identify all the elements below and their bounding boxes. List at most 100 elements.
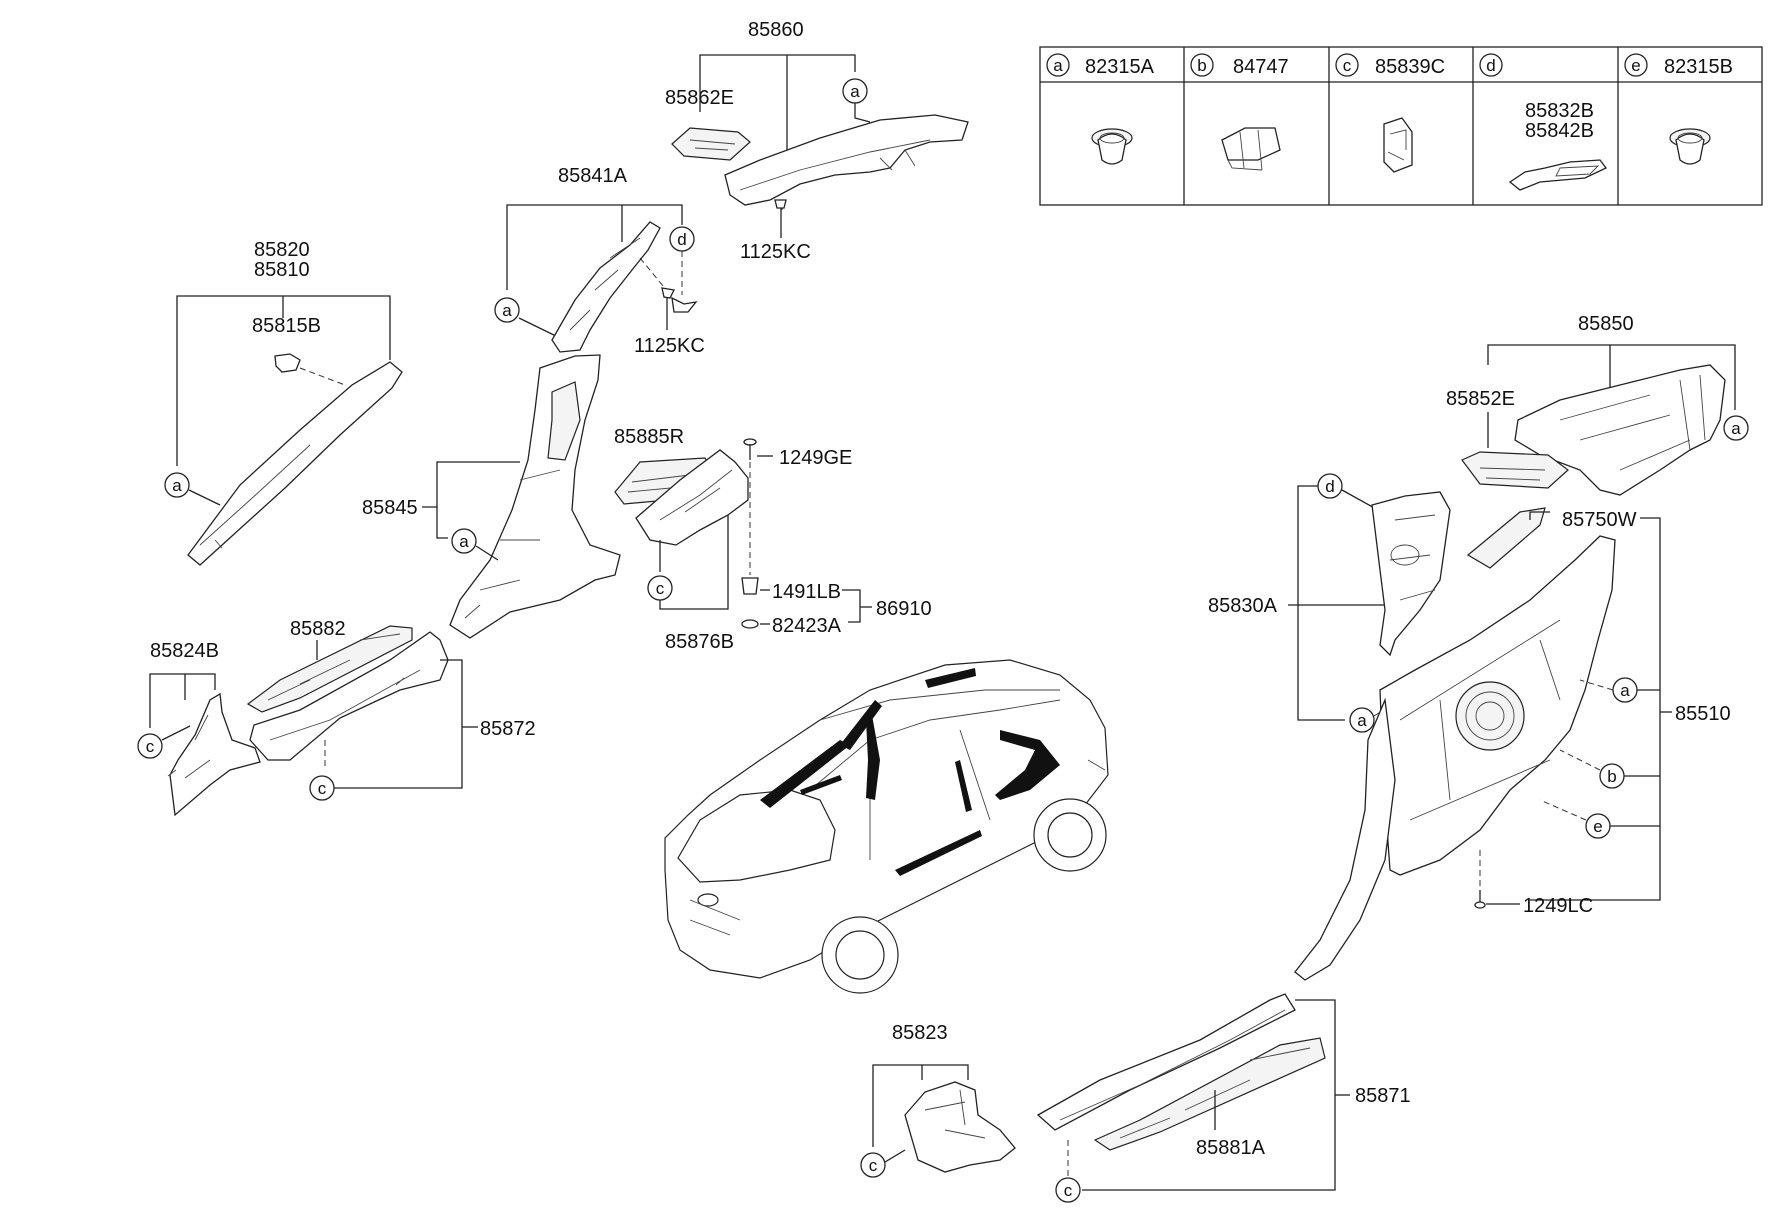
legend-header-c: c 85839C bbox=[1335, 53, 1445, 78]
legend-code-85832B: 85832B bbox=[1525, 100, 1594, 122]
clip-85832B-icon bbox=[671, 296, 698, 313]
part-85871-group: 85871 85881A c bbox=[1036, 993, 1411, 1203]
legend-letter-b: b bbox=[1197, 56, 1206, 75]
callout-a: a bbox=[1620, 681, 1630, 700]
label-85882: 85882 bbox=[290, 618, 346, 640]
label-1491LB: 1491LB bbox=[772, 581, 841, 603]
label-85830A: 85830A bbox=[1208, 595, 1278, 617]
part-85824B-group: 85824B c bbox=[137, 640, 261, 817]
screw-1249GE-icon bbox=[743, 438, 757, 460]
label-85823: 85823 bbox=[892, 1022, 948, 1044]
legend-header-a: a 82315A bbox=[1046, 53, 1155, 78]
part-85845-group: 85845 a bbox=[362, 354, 621, 639]
part-85830A-group: d 85830A a bbox=[1208, 473, 1451, 733]
rear-pillar-cover-upper bbox=[724, 114, 969, 206]
clip-84747-icon bbox=[1221, 127, 1281, 171]
rear-quarter-pillar-strip bbox=[1294, 697, 1396, 981]
rear-quarter-trim-panel bbox=[1379, 535, 1616, 876]
label-85850: 85850 bbox=[1578, 313, 1634, 335]
label-85876B: 85876B bbox=[665, 631, 734, 653]
label-85510: 85510 bbox=[1675, 703, 1731, 725]
speaker-grille-85750W bbox=[1466, 507, 1546, 569]
screw-1249LC-icon bbox=[1474, 890, 1486, 909]
part-85860-group: 85860 85862E a 1125KC bbox=[665, 19, 969, 263]
callout-a: a bbox=[850, 82, 860, 101]
label-85841A: 85841A bbox=[558, 165, 628, 187]
label-82423A: 82423A bbox=[772, 615, 842, 637]
part-85750W-group: 85750W 85510 a b e 1249L bbox=[1294, 507, 1731, 981]
legend-letter-c: c bbox=[1343, 56, 1352, 75]
part-85823-group: 85823 c bbox=[860, 1022, 1016, 1178]
callout-a: a bbox=[502, 301, 512, 320]
label-85750W: 85750W bbox=[1562, 509, 1637, 531]
callout-e: e bbox=[1593, 817, 1602, 836]
rear-kick-bracket bbox=[904, 1081, 1016, 1173]
part-85850-group: 85850 a 85852E bbox=[1446, 313, 1749, 496]
rear-pillar-lower-trim bbox=[1371, 491, 1451, 657]
front-kick-panel bbox=[167, 692, 261, 817]
label-85845: 85845 bbox=[362, 497, 418, 519]
trim-pad-85862E bbox=[671, 127, 751, 161]
label-85824B: 85824B bbox=[150, 640, 219, 662]
screw-1125KC-top-icon bbox=[774, 199, 787, 218]
legend-header-d: d 85832B 85842B bbox=[1479, 53, 1594, 142]
label-85852E: 85852E bbox=[1446, 388, 1515, 410]
vehicle-illustration bbox=[664, 659, 1109, 994]
label-85860: 85860 bbox=[748, 19, 804, 41]
nut-1491LB-icon bbox=[741, 577, 759, 595]
callout-c: c bbox=[1064, 1181, 1073, 1200]
front-sill-trim bbox=[249, 631, 449, 761]
washer-82423A-icon bbox=[741, 619, 759, 629]
callout-d: d bbox=[1325, 477, 1334, 496]
label-1249GE: 1249GE bbox=[779, 447, 852, 469]
fastener-legend-table: a 82315A b 84747 c 85839C d 85832B 85842… bbox=[1039, 46, 1763, 206]
callout-a: a bbox=[459, 532, 469, 551]
label-85820: 85820 bbox=[254, 239, 310, 261]
legend-code-85839C: 85839C bbox=[1375, 56, 1445, 78]
label-1125KC-mid: 1125KC bbox=[634, 335, 705, 357]
part-85882-group: 85882 85872 c bbox=[246, 618, 536, 801]
label-85871: 85871 bbox=[1355, 1085, 1411, 1107]
callout-d: d bbox=[677, 230, 686, 249]
callout-c: c bbox=[318, 779, 327, 798]
clip-82315B-icon bbox=[1669, 128, 1711, 165]
callout-c: c bbox=[869, 1156, 878, 1175]
callout-a: a bbox=[1731, 419, 1741, 438]
label-85872: 85872 bbox=[480, 718, 536, 740]
callout-a: a bbox=[172, 476, 182, 495]
legend-header-e: e 82315B bbox=[1624, 53, 1733, 78]
label-85815B: 85815B bbox=[252, 315, 321, 337]
legend-letter-a: a bbox=[1053, 56, 1063, 75]
callout-c: c bbox=[146, 737, 155, 756]
label-1125KC-top: 1125KC bbox=[740, 241, 811, 263]
trim-pad-85852E bbox=[1461, 451, 1569, 489]
scuff-plate-85882 bbox=[246, 625, 413, 713]
callout-c: c bbox=[656, 579, 665, 598]
center-pillar-lower-trim bbox=[449, 354, 621, 639]
part-85820-group: 85820 85810 85815B a bbox=[164, 239, 403, 566]
rear-sill-trim bbox=[1036, 993, 1296, 1131]
legend-code-85842B: 85842B bbox=[1525, 120, 1594, 142]
callout-b: b bbox=[1607, 767, 1616, 786]
scuff-plate-85881A bbox=[1093, 1037, 1326, 1151]
label-1249LC: 1249LC bbox=[1523, 895, 1593, 917]
legend-code-84747: 84747 bbox=[1233, 56, 1289, 78]
trim-cap-85832B-icon bbox=[1508, 159, 1607, 191]
legend-letter-e: e bbox=[1631, 56, 1640, 75]
rear-upper-quarter-trim bbox=[1514, 364, 1726, 496]
screw-1125KC-mid-icon bbox=[661, 287, 675, 308]
legend-code-82315A: 82315A bbox=[1085, 56, 1155, 78]
center-pillar-upper-trim bbox=[551, 221, 661, 353]
clip-85839C-icon bbox=[1383, 117, 1413, 173]
part-85841A-group: 85841A d a 1125KC bbox=[494, 165, 705, 357]
callout-a: a bbox=[1357, 711, 1367, 730]
legend-code-82315B: 82315B bbox=[1664, 56, 1733, 78]
label-85810: 85810 bbox=[254, 259, 310, 281]
rear-sill-cover bbox=[635, 449, 749, 546]
legend-letter-d: d bbox=[1486, 56, 1495, 75]
clip-85815B-icon bbox=[274, 353, 301, 373]
clip-82315A-icon bbox=[1091, 128, 1133, 165]
legend-header-b: b 84747 bbox=[1190, 53, 1289, 78]
front-pillar-trim bbox=[187, 361, 403, 566]
